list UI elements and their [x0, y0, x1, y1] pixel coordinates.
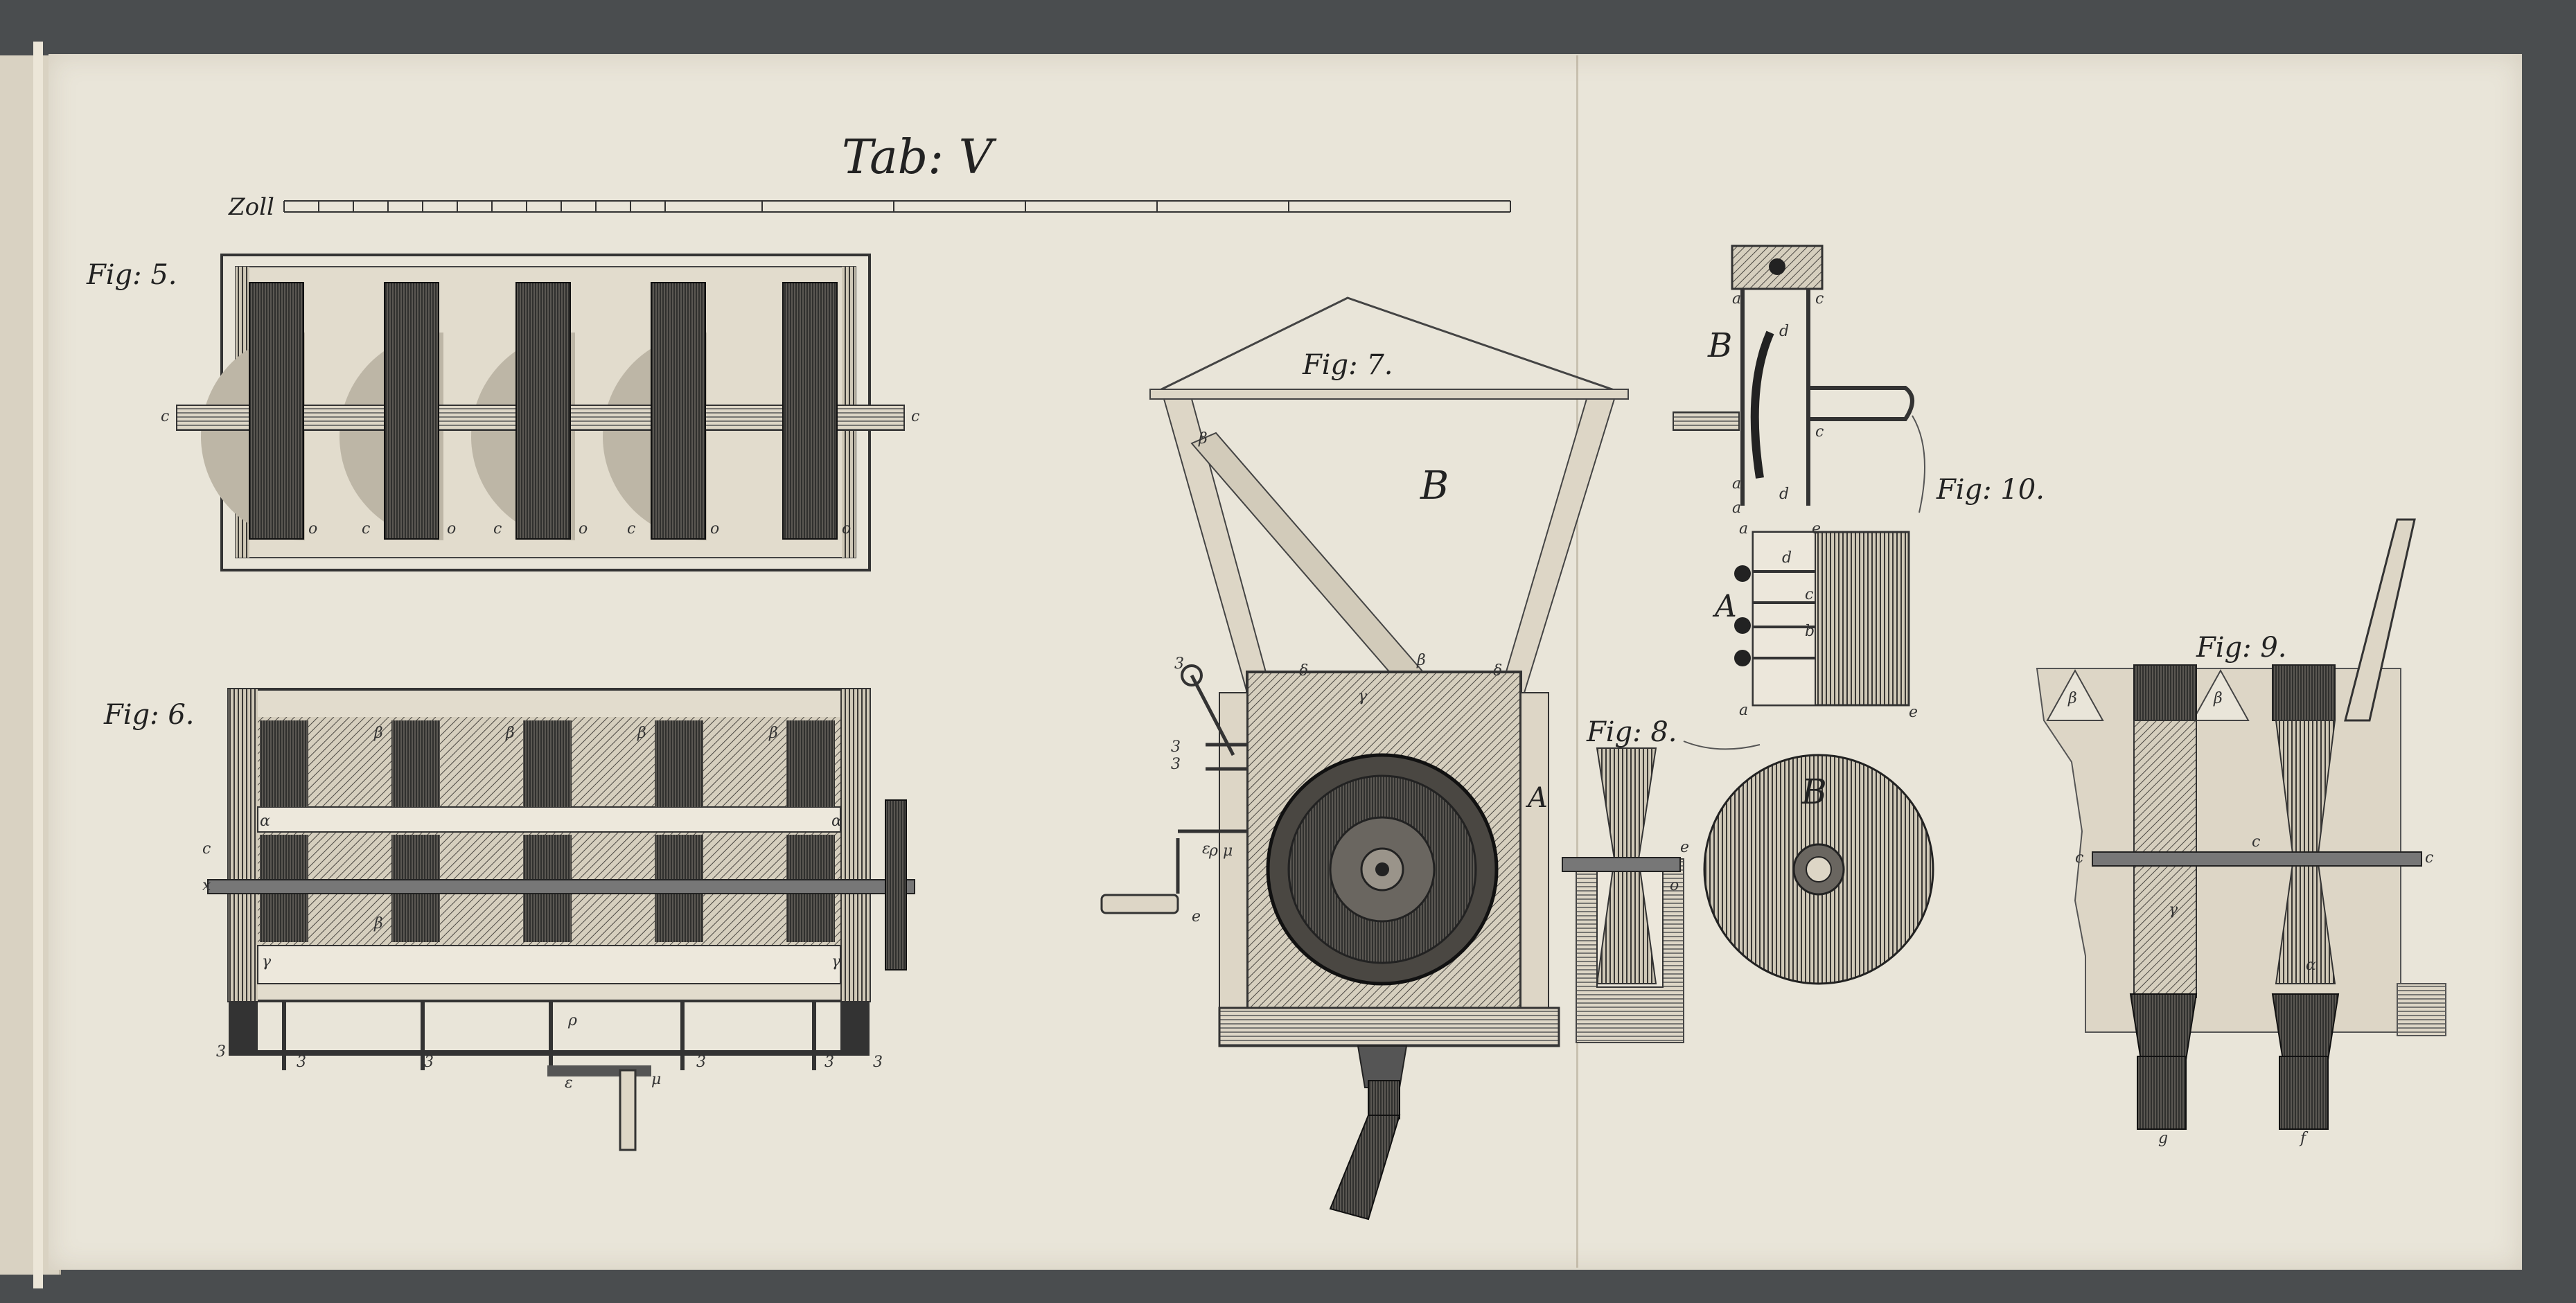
fig7-letter: μ	[1223, 842, 1233, 860]
fig10-letter: d	[1779, 486, 1789, 503]
fig5-drawing	[176, 254, 905, 571]
fig6-label: Fig: 6.	[103, 699, 195, 731]
fig10-letter: a	[1739, 702, 1748, 719]
fig5-letter: o	[579, 520, 588, 538]
fig10-letter: d	[1779, 323, 1789, 340]
fig10-letter: c	[1805, 586, 1813, 603]
fig9-letter: c	[2425, 849, 2433, 867]
fig9-letter: g	[2158, 1130, 2168, 1147]
fig10-letter: e	[1812, 520, 1821, 538]
engraved-plate	[48, 54, 2522, 1270]
fig8-drawing	[1562, 741, 1934, 1043]
fig6-letter: μ	[651, 1071, 661, 1088]
fig8-letter: e	[1680, 839, 1689, 856]
fig5-label: Fig: 5.	[86, 259, 177, 291]
fig6-letter: α	[260, 813, 270, 830]
fig6-letter: β	[373, 725, 383, 742]
fig5-letter: o	[447, 520, 456, 538]
fig6-letter: x	[202, 877, 211, 894]
fig7-label: Fig: 7.	[1302, 349, 1393, 381]
fig6-letter: 3	[824, 1054, 834, 1071]
fig9-letter: f	[2299, 1130, 2309, 1147]
fig7-letter: δ	[1299, 662, 1308, 680]
fig5-letter: o	[710, 520, 719, 538]
fig9-drawing	[2036, 518, 2446, 1130]
fig5-letter: c	[911, 408, 919, 425]
fig10-letter: e	[1909, 704, 1918, 721]
fig10-letter: c	[1815, 423, 1824, 441]
fig6-letter: c	[202, 840, 211, 858]
fig5-letter: c	[362, 520, 370, 538]
fig7-letter: B	[1420, 463, 1449, 508]
fig6-letter: γ	[262, 953, 272, 970]
fig6-letter: β	[373, 915, 383, 932]
fig7-letter: 3	[1171, 756, 1181, 773]
fig9-letter: α	[2306, 957, 2316, 974]
fig6-letter: α	[831, 813, 842, 830]
page-fold-edge	[33, 42, 43, 1288]
plate-fold-line	[1576, 55, 1578, 1268]
fig7-letter: δ	[1493, 662, 1502, 680]
fig8-letter: o	[1670, 877, 1679, 894]
fig6-letter: 3	[696, 1054, 706, 1071]
fig7-letter: β	[1198, 430, 1208, 447]
fig10-label: Fig: 10.	[1936, 474, 2045, 506]
fig9-letter: c	[2075, 849, 2083, 867]
fig5-letter: c	[627, 520, 635, 538]
fig6-letter: β	[637, 725, 646, 742]
fig10-letter: a	[1739, 520, 1748, 538]
fig5-letter: o	[842, 520, 851, 538]
fig9-letter: c	[2252, 833, 2260, 851]
plate-title: Tab: V	[842, 130, 997, 185]
fig9-label: Fig: 9.	[2196, 632, 2287, 664]
fig6-letter: ε	[565, 1074, 573, 1092]
fig7-letter: 3	[1174, 655, 1184, 673]
fig7-letter: 3	[1171, 738, 1181, 756]
inch-scale-bar	[283, 200, 1511, 213]
scale-label: Zoll	[228, 193, 274, 221]
fig6-letter: ρ	[567, 1012, 577, 1029]
fig7-letter: A	[1525, 782, 1548, 814]
fig7-letter: e	[1192, 908, 1201, 925]
fig7-letter: β	[1416, 652, 1426, 669]
fig6-letter: 3	[424, 1054, 434, 1071]
fig5-letter: c	[493, 520, 502, 538]
fig10-letter: b	[1805, 623, 1815, 640]
fig6-letter: 3	[216, 1043, 226, 1061]
fig10-letter: a	[1732, 475, 1741, 493]
fig7-letter: ρ	[1208, 842, 1218, 860]
fig6-drawing	[207, 688, 915, 1151]
fig6-letter: 3	[297, 1054, 306, 1071]
fig10-letter: a	[1732, 290, 1741, 308]
fig6-letter: β	[505, 725, 515, 742]
fig6-letter: β	[768, 725, 778, 742]
fig10-letter: d	[1782, 549, 1792, 567]
fig9-letter: γ	[2169, 901, 2178, 919]
fig7-drawing	[1100, 296, 1629, 1221]
fig9-letter: β	[2067, 690, 2077, 707]
fig8-label: Fig: 8.	[1586, 716, 1677, 748]
fig8-letter: B	[1801, 772, 1827, 812]
fig5-letter: o	[308, 520, 317, 538]
fig10-letter: c	[1815, 290, 1824, 308]
fig10-drawing	[1673, 245, 1925, 707]
fig10-letter: a	[1732, 499, 1741, 517]
fig10-letter: A	[1712, 589, 1737, 624]
fig9-letter: β	[2213, 690, 2223, 707]
fig5-letter: c	[161, 408, 169, 425]
fig10-letter: B	[1707, 326, 1732, 365]
fig6-letter: γ	[831, 953, 841, 970]
fig7-letter: γ	[1358, 688, 1368, 705]
fig7-letter: ε	[1202, 840, 1210, 858]
fig6-letter: 3	[873, 1054, 883, 1071]
